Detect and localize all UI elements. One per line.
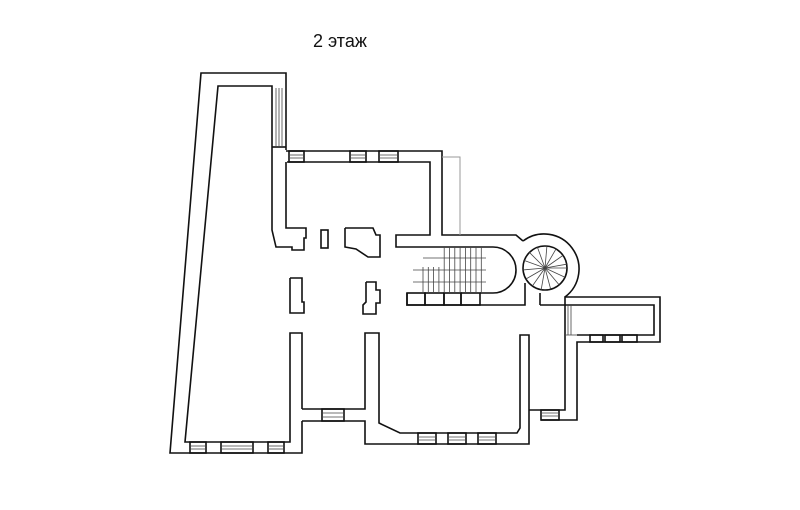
- upper-room-walls: [271, 147, 524, 251]
- windows-upper-room: [288, 150, 399, 163]
- spiral-step: [544, 255, 564, 269]
- floor-title: 2 этаж: [313, 31, 367, 51]
- spiral-stair: [522, 233, 580, 305]
- windows-left-bottom: [189, 441, 285, 454]
- left-wing-walls: [169, 72, 303, 454]
- spiral-step: [544, 263, 567, 269]
- spiral-step: [544, 246, 548, 269]
- spiral-step: [540, 267, 546, 290]
- spiral-step: [523, 267, 546, 271]
- spiral-step: [544, 267, 560, 286]
- windows-central-bottom: [417, 432, 497, 445]
- columns: [289, 227, 381, 315]
- spiral-step: [525, 267, 546, 280]
- spiral-step: [544, 267, 566, 278]
- central-lower-walls: [302, 332, 530, 445]
- right-wing-walls: [529, 296, 661, 421]
- spiral-step: [529, 252, 546, 269]
- windows-right-wing: [589, 334, 638, 343]
- window-left-wing-side: [275, 88, 283, 147]
- spiral-step: [544, 267, 552, 290]
- spiral-step: [544, 248, 557, 269]
- spiral-step: [524, 260, 546, 269]
- spiral-step: [537, 247, 546, 269]
- spiral-step: [532, 267, 546, 287]
- straight-stair: [406, 246, 526, 306]
